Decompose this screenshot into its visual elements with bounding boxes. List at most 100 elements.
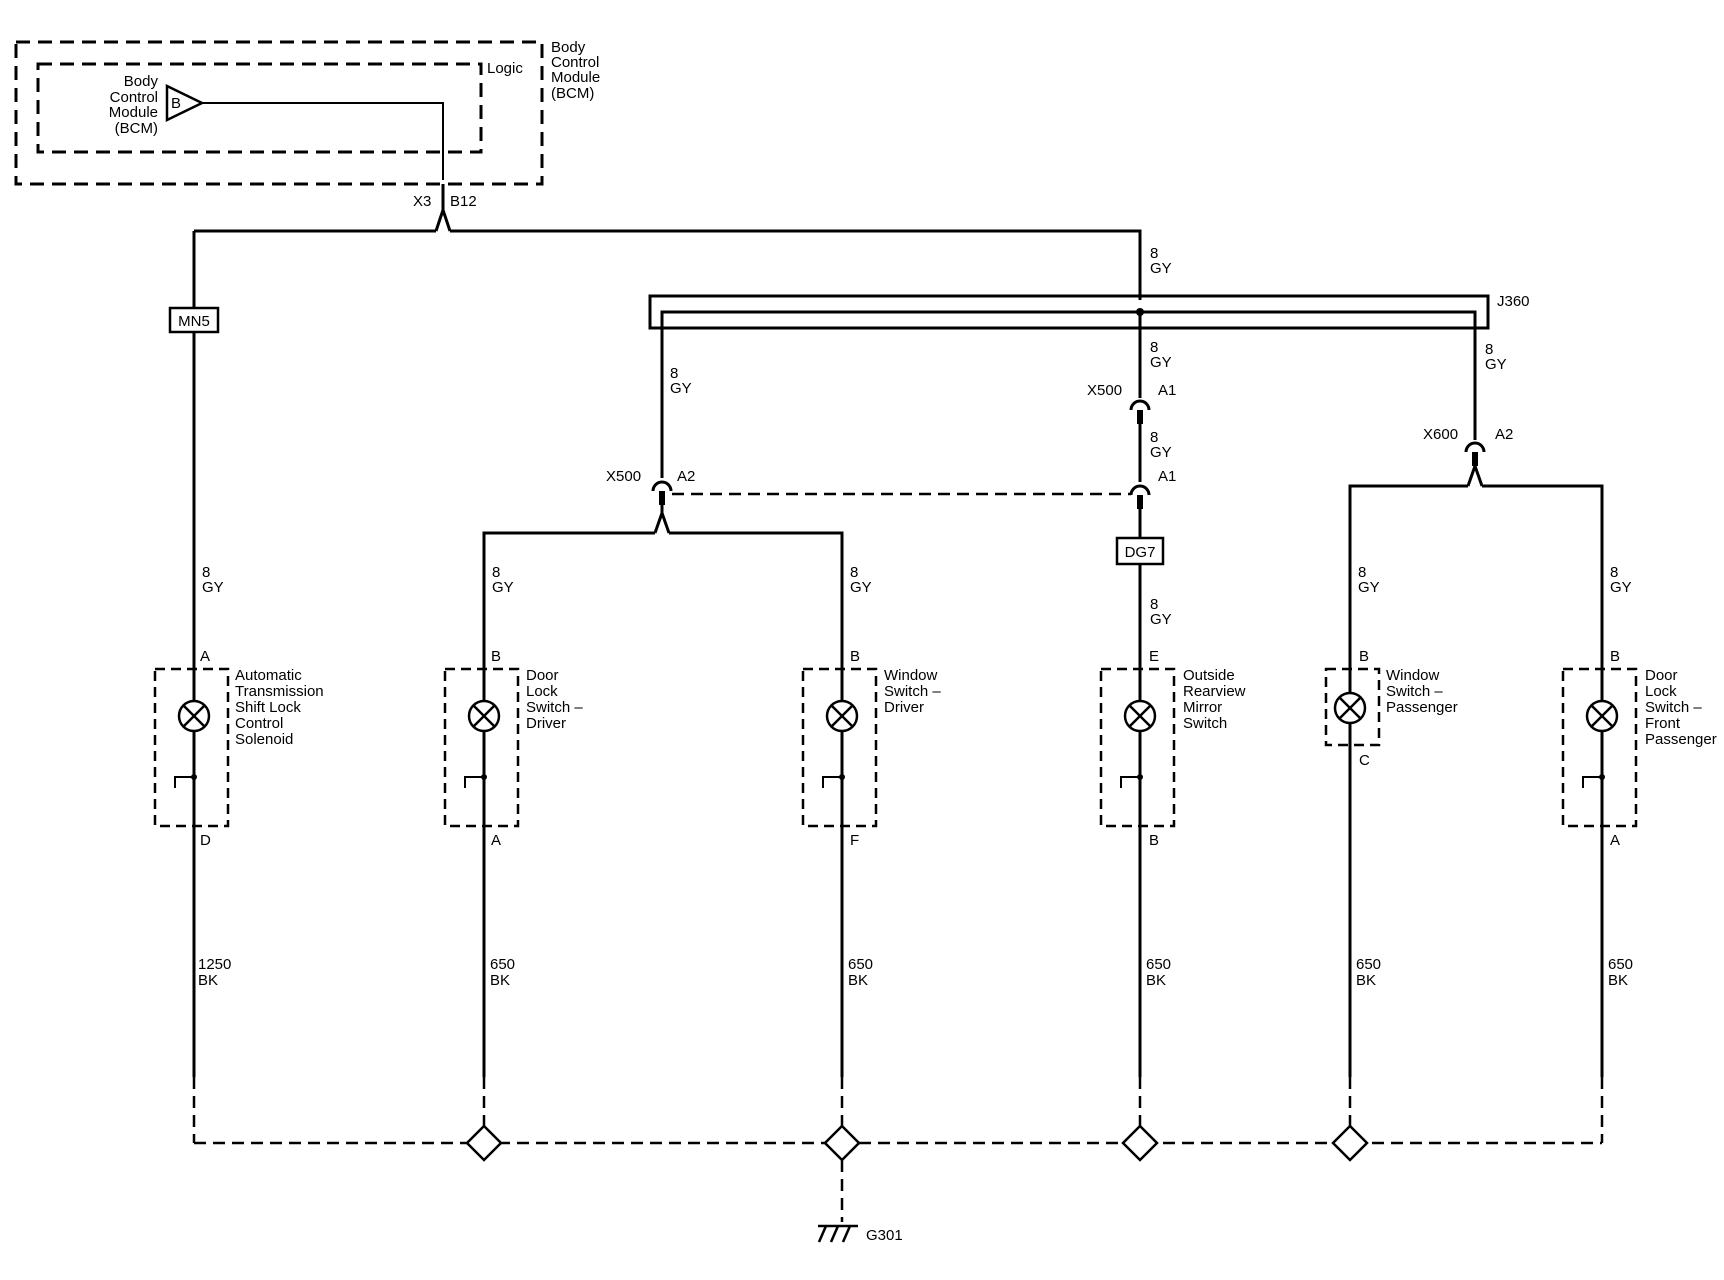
svg-text:GY: GY — [202, 579, 224, 596]
svg-text:8: 8 — [850, 564, 858, 581]
wire-label-door-lock-driver: 8 GY — [492, 564, 514, 596]
bcm-inner-label: Body Control Module (BCM) — [109, 73, 159, 137]
window-driver-feed — [669, 531, 844, 1077]
pin-top: B — [850, 648, 860, 665]
connector-x500-a1-upper-icon — [1129, 399, 1151, 411]
svg-text:Driver: Driver — [884, 699, 924, 716]
svg-text:GY: GY — [1150, 260, 1172, 277]
component-frame — [1099, 667, 1176, 828]
svg-text:Control: Control — [235, 715, 283, 732]
pin-bottom: D — [200, 832, 211, 849]
wire-label-j360-left: 8 GY — [670, 365, 692, 397]
ground-bus — [192, 1077, 1604, 1222]
wire-label-bus: 8 GY — [1150, 245, 1172, 277]
svg-text:Mirror: Mirror — [1183, 699, 1222, 716]
svg-text:8: 8 — [1150, 245, 1158, 262]
dg7-label: DG7 — [1125, 544, 1156, 561]
svg-text:650: 650 — [1608, 956, 1633, 973]
svg-text:BK: BK — [1146, 972, 1166, 989]
wire-label-j360-mid: 8 GY — [1150, 339, 1172, 371]
pin-top: B — [491, 648, 501, 665]
svg-text:Switch: Switch — [1183, 715, 1227, 732]
split-x600-a2-icon — [1466, 461, 1484, 487]
svg-text:8: 8 — [1485, 341, 1493, 358]
svg-text:GY: GY — [670, 380, 692, 397]
door-lock-driver-feed — [482, 531, 655, 1077]
svg-text:GY: GY — [1358, 579, 1380, 596]
connector-x600-a2-pin — [1472, 452, 1478, 466]
svg-text:Passenger: Passenger — [1645, 731, 1717, 748]
bcm-connector-label: X3 — [413, 193, 431, 210]
svg-text:Switch –: Switch – — [526, 699, 583, 716]
svg-text:650: 650 — [1146, 956, 1171, 973]
connector-x500-a1-lower-pin — [1137, 495, 1143, 509]
wire-label-x500-a1: 8 GY — [1150, 429, 1172, 461]
svg-text:Transmission: Transmission — [235, 683, 324, 700]
ground-splice-diamond-icon — [823, 1124, 861, 1162]
a1-upper-label: A1 — [1158, 382, 1176, 399]
svg-text:Front: Front — [1645, 715, 1681, 732]
svg-text:GY: GY — [850, 579, 872, 596]
a1-lower-label: A1 — [1158, 468, 1176, 485]
svg-text:8: 8 — [492, 564, 500, 581]
bcm-pin-label: B12 — [450, 193, 477, 210]
svg-text:8: 8 — [202, 564, 210, 581]
door-lock-front-passenger-feed — [1482, 484, 1604, 1077]
svg-text:BK: BK — [848, 972, 868, 989]
x500-left-label: X500 — [606, 468, 641, 485]
ground-wire-label-door-lock-front-passenger: 650 BK — [1608, 956, 1633, 989]
connector-x600-a2-icon — [1464, 441, 1486, 453]
svg-text:Lock: Lock — [1645, 683, 1677, 700]
ground-wire-label-mirror: 650 BK — [1146, 956, 1171, 989]
svg-text:BK: BK — [198, 972, 218, 989]
pin-bottom: B — [1149, 832, 1159, 849]
mn5-label: MN5 — [178, 313, 210, 330]
component-shift-lock: A D Automatic Transmission Shift Lock Co… — [153, 648, 324, 849]
a2-left-label: A2 — [677, 468, 695, 485]
svg-text:8: 8 — [1150, 339, 1158, 356]
pin-top: B — [1610, 648, 1620, 665]
bcm-connector-icon — [434, 205, 452, 232]
wire-label-mirror: 8 GY — [1150, 596, 1172, 628]
svg-text:(BCM): (BCM) — [115, 120, 158, 137]
svg-text:GY: GY — [1150, 354, 1172, 371]
svg-text:BK: BK — [490, 972, 510, 989]
svg-text:1250: 1250 — [198, 956, 231, 973]
connector-x500-a1-upper-pin — [1137, 410, 1143, 424]
connector-x500-a2-pin — [659, 491, 665, 505]
connector-x500-a1-lower-icon — [1129, 484, 1151, 496]
svg-text:Driver: Driver — [526, 715, 566, 732]
component-frame — [443, 667, 520, 828]
svg-text:Automatic: Automatic — [235, 667, 302, 684]
wire-label-door-lock-front-passenger: 8 GY — [1610, 564, 1632, 596]
component-mirror-switch: E B Outside Rearview Mirror Switch — [1099, 648, 1246, 849]
bcm-outer-frame — [14, 40, 544, 186]
svg-text:BK: BK — [1608, 972, 1628, 989]
svg-text:Body: Body — [124, 73, 159, 90]
svg-text:Switch –: Switch – — [1386, 683, 1443, 700]
ground-wire-label-shift-lock: 1250 BK — [198, 956, 231, 989]
ground-splice-diamond-icon — [1331, 1124, 1369, 1162]
svg-text:Control: Control — [110, 89, 158, 106]
svg-text:Switch –: Switch – — [884, 683, 941, 700]
svg-text:GY: GY — [1150, 444, 1172, 461]
x500-upper-label: X500 — [1087, 382, 1122, 399]
component-door-lock-front-passenger: B A Door Lock Switch – Front Passenger — [1561, 648, 1717, 849]
svg-text:GY: GY — [1150, 611, 1172, 628]
ground-symbol-icon — [464, 776, 484, 788]
svg-text:Window: Window — [1386, 667, 1440, 684]
ground-wire-label-window-passenger: 650 BK — [1356, 956, 1381, 989]
component-window-passenger: B C Window Switch – Passenger — [1324, 648, 1458, 769]
j360-splice-pack — [648, 294, 1490, 330]
connector-x500-a2-icon — [651, 480, 673, 492]
svg-text:Shift Lock: Shift Lock — [235, 699, 301, 716]
mn5-inline-box — [168, 306, 220, 334]
ground-wire-label-door-lock-driver: 650 BK — [490, 956, 515, 989]
svg-text:Window: Window — [884, 667, 938, 684]
ground-label: G301 — [866, 1227, 903, 1244]
window-passenger-feed — [1348, 484, 1468, 1077]
split-x500-a2-icon — [653, 508, 671, 534]
x600-label: X600 — [1423, 426, 1458, 443]
component-frame — [1561, 667, 1638, 828]
svg-text:GY: GY — [492, 579, 514, 596]
